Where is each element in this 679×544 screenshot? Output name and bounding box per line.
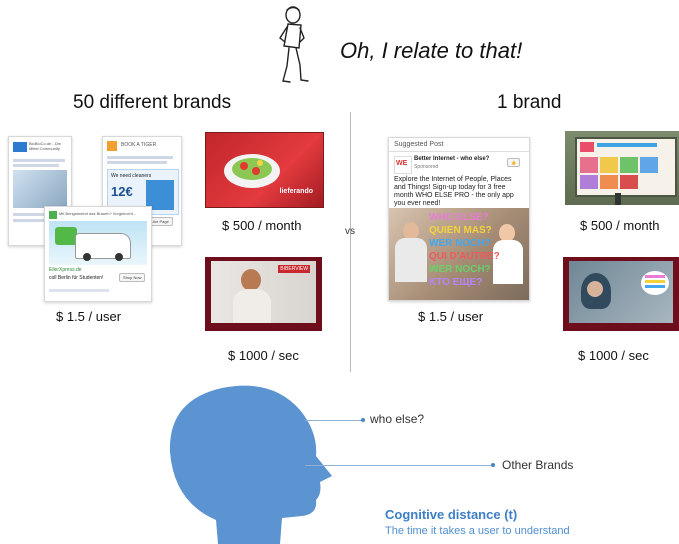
post-brand: Better Internet - who else? (414, 156, 490, 162)
right-suggested-post: Suggested Post WE Better Internet - who … (388, 137, 530, 301)
right-tv-ad (563, 257, 679, 331)
other-brands-label: Other Brands (502, 458, 574, 472)
tag-6: KTO ЕЩЕ? (429, 277, 483, 288)
post2-text: We need cleaners (111, 173, 152, 179)
tag-1: WHO ELSE? (429, 212, 489, 223)
other-brands-dot (491, 463, 495, 467)
right-price-user: $ 1.5 / user (418, 309, 484, 324)
left-price-user: $ 1.5 / user (56, 309, 122, 324)
other-brands-connector (305, 465, 493, 466)
tag-5: WER NOCH? (429, 264, 491, 275)
left-tv-ad: BIBERVIEW (205, 257, 322, 331)
billboard-brand: lieferando (279, 188, 313, 195)
vs-label: vs (345, 226, 355, 237)
left-price-sec: $ 1000 / sec (228, 348, 299, 363)
left-billboard-ad: lieferando (205, 132, 324, 208)
right-billboard-ad (565, 131, 679, 205)
cognitive-distance-title: Cognitive distance (t) (385, 507, 518, 522)
post3-brand: EllerXpress.de (49, 267, 82, 273)
left-title: 50 different brands (73, 92, 232, 113)
post1-title: BioBioCo.de - Die Mittel Community (29, 141, 61, 151)
walking-person-icon (279, 6, 309, 83)
cognitive-distance-subtitle: The time it takes a user to understand (385, 525, 570, 537)
salad-bowl-icon (224, 154, 280, 188)
post-image: WHO ELSE? QUIEN MAS? WER NOCH? QUI D'AUT… (389, 208, 529, 300)
post2-price: 12€ (111, 184, 133, 199)
tv-logo: BIBERVIEW (278, 265, 310, 273)
tag-4: QUI D'AUTRE? (429, 251, 500, 262)
fb-post-card-3: Mit Bringstudent das Brauen? Vorgekocht.… (44, 206, 152, 302)
right-price-month: $ 500 / month (580, 218, 660, 233)
right-title: 1 brand (497, 92, 562, 113)
who-else-label: who else? (370, 412, 425, 426)
post3-body: Mit Bringstudent das Brauen? Vorgekocht.… (59, 211, 137, 216)
left-social-ad-stack: BioBioCo.de - Die Mittel Community BOOK … (8, 136, 182, 302)
tag-3: WER NOCH? (429, 238, 491, 249)
like-thumb-button[interactable]: 👍 (507, 158, 520, 167)
right-price-sec: $ 1000 / sec (578, 348, 649, 363)
suggested-label: Suggested Post (394, 141, 444, 148)
post-sponsored: Sponsored (414, 164, 439, 170)
quote-text: Oh, I relate to that! (340, 38, 523, 63)
post2-title: BOOK A TIGER (121, 142, 157, 148)
van-image (49, 221, 147, 265)
who-else-dot (361, 418, 365, 422)
who-else-connector (305, 420, 363, 421)
post3-text: coll Berlin für Studenten! (49, 275, 104, 281)
head-silhouette-icon (169, 385, 332, 544)
post1-image (13, 170, 67, 208)
shop-now-button[interactable]: Shop Now (119, 273, 146, 282)
post-body: Explore the Internet of People, Places a… (394, 176, 514, 207)
center-divider (350, 112, 351, 372)
tag-2: QUIEN MAS? (429, 225, 492, 236)
left-price-month: $ 500 / month (222, 218, 302, 233)
brand-logo: WE (394, 156, 412, 174)
